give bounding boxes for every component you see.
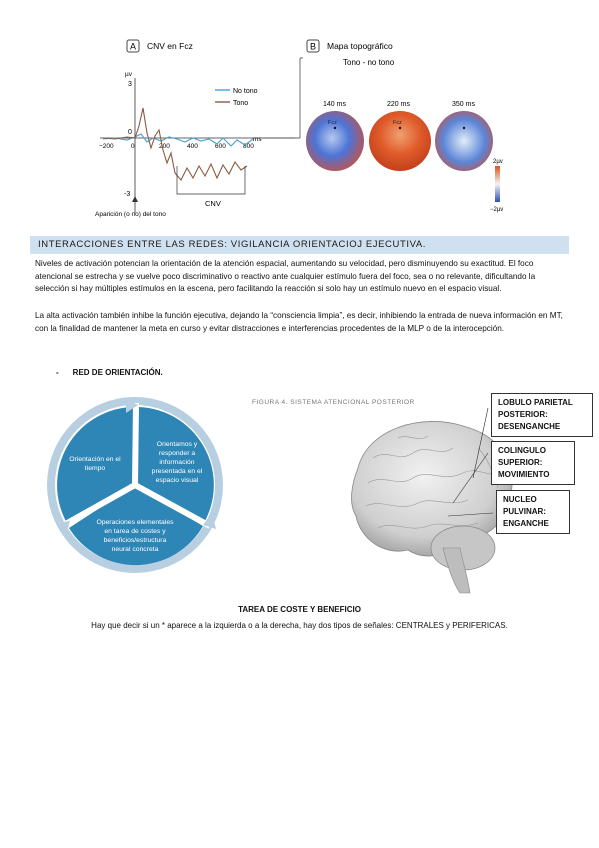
segment1-line2: tiempo (85, 465, 106, 472)
task-title: TAREA DE COSTE Y BENEFICIO (238, 605, 361, 614)
box2-line3: MOVIMIENTO (498, 470, 550, 479)
brain-caption: FIGURA 4. SISTEMA ATENCIONAL POSTERIOR (252, 399, 415, 406)
paragraph-1: Niveles de activación potencian la orien… (35, 259, 536, 293)
map-electrode-2: Fcz (393, 120, 402, 126)
brain-gyri (365, 435, 501, 529)
no-tono-waveform (102, 133, 254, 147)
box1-line2: POSTERIOR: (498, 410, 548, 419)
legend-tono: Tono (233, 100, 248, 107)
box2-line2: SUPERIOR: (498, 458, 543, 467)
scale-top: 2µv (493, 159, 503, 165)
box1-line3: DESENGANCHE (498, 422, 561, 431)
x-tick-label: 800 (243, 143, 254, 150)
panel-b-box (306, 39, 320, 53)
topo-map-350 (435, 111, 493, 171)
x-unit: ms (253, 136, 262, 143)
map-time-3: 350 ms (452, 101, 475, 108)
box3-line2: PULVINAR: (503, 507, 546, 516)
x-tick-label: −200 (99, 143, 114, 150)
cycle-diagram: Orientación en el tiempo Orientamos y re… (47, 397, 223, 573)
panel-a-box (126, 39, 140, 53)
topo-map-140 (306, 111, 364, 171)
panel-b-title: Mapa topográfico (327, 41, 393, 51)
bullet-label: RED DE ORIENTACIÓN. (72, 368, 163, 377)
box2-line1: COLINGULO (498, 446, 546, 455)
panel-b-subtitle: Tono - no tono (343, 58, 395, 67)
color-scale (495, 166, 500, 202)
box1-line1: LOBULO PARIETAL (498, 398, 573, 407)
y-top: 3 (128, 81, 132, 88)
bullet-red-orientacion: - RED DE ORIENTACIÓN. (56, 368, 163, 377)
cnv-label: CNV (205, 199, 221, 208)
tono-waveform (102, 107, 248, 181)
box3-line1: NUCLEO (503, 495, 537, 504)
section-heading: INTERACCIONES ENTRE LAS REDES: VIGILANCI… (38, 239, 427, 250)
y-bottom: -3 (124, 191, 130, 198)
cycle-segment-3 (69, 485, 203, 566)
paragraph-2: La alta activación también inhibe la fun… (35, 311, 563, 333)
y-unit: µv (125, 71, 133, 78)
panel-b-letter: B (310, 42, 316, 52)
brain-figure: FIGURA 4. SISTEMA ATENCIONAL POSTERIOR (252, 399, 513, 594)
x-tick-label: 400 (187, 143, 198, 150)
map-electrode-1: Fcz (328, 120, 337, 126)
segment2-line1: Orientamos y (157, 441, 198, 448)
segment3-line4: neural concreta (112, 546, 159, 553)
segment2-line5: espacio visual (156, 477, 199, 484)
brainstem (442, 547, 471, 594)
map-time-1: 140 ms (323, 101, 346, 108)
segment2-line2: responder a (159, 450, 195, 457)
x-tick-label: 200 (159, 143, 170, 150)
cycle-arrowhead-2 (203, 513, 216, 529)
section-heading-band: INTERACCIONES ENTRE LAS REDES: VIGILANCI… (30, 236, 569, 254)
segment3-line1: Operaciones elementales (96, 519, 174, 526)
map-time-2: 220 ms (387, 101, 410, 108)
label-box-pulvinar: NUCLEO PULVINAR: ENGANCHE (496, 490, 570, 534)
segment1-line1: Orientación en el (69, 456, 121, 463)
scale-bottom: −2µv (490, 207, 503, 213)
cnv-bracket (176, 166, 246, 195)
cycle-arrowhead-3 (56, 521, 70, 536)
task-description: Hay que decir si un * aparece a la izqui… (91, 621, 508, 630)
x-tick-label: 0 (131, 143, 135, 150)
onset-label: Aparición (o no) del tono (95, 211, 166, 218)
cycle-arrowhead-1 (126, 399, 138, 413)
y-zero: 0 (128, 129, 132, 136)
segment3-line2: en tarea de costes y (104, 528, 166, 535)
label-box-colingulo: COLINGULO SUPERIOR: MOVIMIENTO (491, 441, 575, 485)
x-tick-label: 600 (215, 143, 226, 150)
pointer-lines (447, 407, 494, 517)
panel-a-letter: A (130, 42, 136, 52)
bullet-dash: - (56, 368, 59, 377)
topo-map-220 (369, 111, 431, 171)
box3-line3: ENGANCHE (503, 519, 549, 528)
x-ticks: −200 0 200 400 600 800 (99, 143, 254, 150)
label-box-parietal: LOBULO PARIETAL POSTERIOR: DESENGANCHE (491, 393, 593, 437)
segment2-line4: presentada en el (152, 468, 203, 475)
segment3-line3: beneficios/estructura (104, 537, 167, 544)
legend-no-tono: No tono (233, 88, 258, 95)
panel-a-title: CNV en Fcz (147, 41, 193, 51)
segment2-line3: información (159, 459, 194, 466)
cnv-figure: A CNV en Fcz µv 3 0 -3 −200 0 200 400 600 800… (95, 39, 503, 218)
